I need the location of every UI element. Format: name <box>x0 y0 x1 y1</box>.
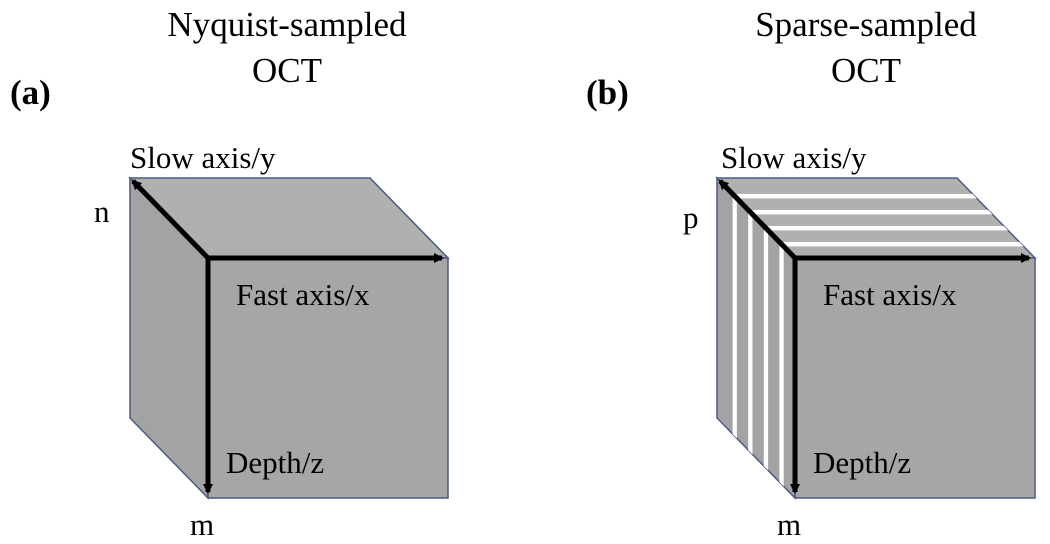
panel-b-slow-axis-label: Slow axis/y <box>721 140 867 175</box>
sampling-gap-top-3 <box>763 226 1009 231</box>
panel-a-fast-axis-label: Fast axis/x <box>236 277 370 312</box>
panel-a: (a) Nyquist-sampled OCT Slow axis/y Fast… <box>10 5 450 542</box>
panel-b-title-line1: Sparse-sampled <box>755 5 977 44</box>
sampling-gap-top-4 <box>779 242 1024 247</box>
sampling-gap-side-1 <box>732 194 737 439</box>
sampling-gap-side-4 <box>779 242 784 487</box>
sampling-gap-top-1 <box>732 194 977 199</box>
panel-b-depth-count-label: m <box>777 507 801 542</box>
panel-a-slow-count-label: n <box>94 194 110 229</box>
panel-b-depth-axis-label: Depth/z <box>813 445 911 480</box>
panel-b-letter: (b) <box>586 73 629 112</box>
panel-b-title-line2: OCT <box>831 51 901 90</box>
panel-b-slow-count-label: p <box>683 200 699 235</box>
panel-a-letter: (a) <box>10 73 51 112</box>
panel-a-title-line2: OCT <box>252 51 322 90</box>
sampling-gap-side-3 <box>763 226 769 471</box>
panel-a-slow-axis-arrow <box>131 179 210 260</box>
panel-b-cube <box>715 176 1037 500</box>
panel-b: (b) Sparse-sampled OCT Slow axis/y Fast … <box>586 5 1037 542</box>
sampling-gap-top-2 <box>748 210 993 215</box>
panel-a-depth-count-label: m <box>190 507 214 542</box>
sampling-gap-side-2 <box>748 210 753 455</box>
panel-a-title-line1: Nyquist-sampled <box>167 5 407 44</box>
panel-a-slow-axis-label: Slow axis/y <box>130 140 276 175</box>
panel-a-depth-axis-label: Depth/z <box>226 445 324 480</box>
panel-b-fast-axis-label: Fast axis/x <box>823 277 957 312</box>
panel-b-slow-axis-arrow <box>718 179 797 260</box>
